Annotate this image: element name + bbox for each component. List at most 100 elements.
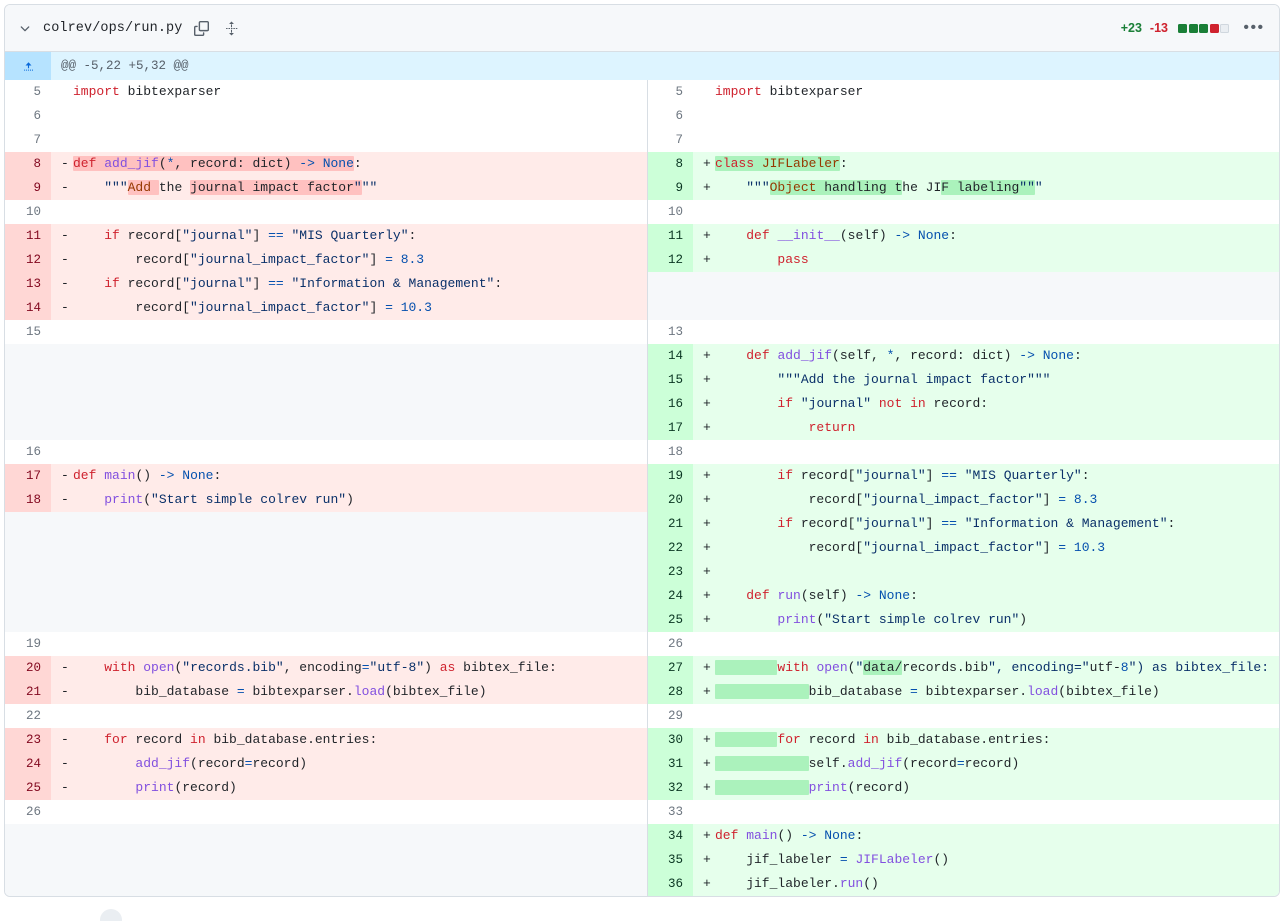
- code-line-right[interactable]: + print(record): [693, 776, 1279, 800]
- code-line-left[interactable]: - """Add the journal impact factor""": [51, 176, 648, 200]
- line-number-left[interactable]: [5, 848, 51, 872]
- line-number-left[interactable]: 19: [5, 632, 51, 656]
- line-number-right[interactable]: 5: [647, 80, 693, 104]
- code-line-left[interactable]: [51, 632, 648, 656]
- code-line-left[interactable]: [51, 848, 648, 872]
- line-number-right[interactable]: 18: [647, 440, 693, 464]
- code-line-right[interactable]: + pass: [693, 248, 1279, 272]
- line-number-left[interactable]: 9: [5, 176, 51, 200]
- move-vertical-icon[interactable]: [220, 17, 242, 39]
- line-number-left[interactable]: 15: [5, 320, 51, 344]
- code-line-right[interactable]: + def __init__(self) -> None:: [693, 224, 1279, 248]
- line-number-left[interactable]: 8: [5, 152, 51, 176]
- code-line-right[interactable]: +class JIFLabeler:: [693, 152, 1279, 176]
- more-options-button[interactable]: •••: [1243, 19, 1265, 36]
- line-number-right[interactable]: 24: [647, 584, 693, 608]
- line-number-left[interactable]: 18: [5, 488, 51, 512]
- code-line-right[interactable]: +def main() -> None:: [693, 824, 1279, 848]
- line-number-left[interactable]: [5, 392, 51, 416]
- line-number-right[interactable]: 16: [647, 392, 693, 416]
- code-line-left[interactable]: [51, 608, 648, 632]
- line-number-left[interactable]: [5, 584, 51, 608]
- line-number-left[interactable]: 23: [5, 728, 51, 752]
- code-line-left[interactable]: - with open("records.bib", encoding="utf…: [51, 656, 648, 680]
- code-line-right[interactable]: + return: [693, 416, 1279, 440]
- line-number-left[interactable]: 21: [5, 680, 51, 704]
- line-number-right[interactable]: 28: [647, 680, 693, 704]
- line-number-left[interactable]: 20: [5, 656, 51, 680]
- line-number-right[interactable]: 26: [647, 632, 693, 656]
- line-number-right[interactable]: 36: [647, 872, 693, 896]
- line-number-left[interactable]: 14: [5, 296, 51, 320]
- line-number-right[interactable]: 35: [647, 848, 693, 872]
- line-number-left[interactable]: [5, 512, 51, 536]
- code-line-right[interactable]: [693, 440, 1279, 464]
- code-line-left[interactable]: [51, 536, 648, 560]
- code-line-left[interactable]: [51, 128, 648, 152]
- code-line-right[interactable]: [693, 200, 1279, 224]
- copy-icon[interactable]: [190, 17, 212, 39]
- code-line-left[interactable]: - bib_database = bibtexparser.load(bibte…: [51, 680, 648, 704]
- code-line-right[interactable]: + with open("data/records.bib", encoding…: [693, 656, 1279, 680]
- line-number-left[interactable]: [5, 824, 51, 848]
- line-number-right[interactable]: 6: [647, 104, 693, 128]
- line-number-right[interactable]: 31: [647, 752, 693, 776]
- line-number-right[interactable]: 13: [647, 320, 693, 344]
- code-line-left[interactable]: - if record["journal"] == "Information &…: [51, 272, 648, 296]
- code-line-right[interactable]: + jif_labeler.run(): [693, 872, 1279, 896]
- code-line-left[interactable]: - add_jif(record=record): [51, 752, 648, 776]
- code-line-right[interactable]: [693, 104, 1279, 128]
- line-number-left[interactable]: [5, 560, 51, 584]
- line-number-left[interactable]: [5, 872, 51, 896]
- code-line-right[interactable]: +: [693, 560, 1279, 584]
- code-line-left[interactable]: -def main() -> None:: [51, 464, 648, 488]
- code-line-right[interactable]: [693, 296, 1279, 320]
- code-line-left[interactable]: [51, 512, 648, 536]
- line-number-left[interactable]: [5, 416, 51, 440]
- line-number-right[interactable]: 14: [647, 344, 693, 368]
- line-number-left[interactable]: 22: [5, 704, 51, 728]
- code-line-right[interactable]: + self.add_jif(record=record): [693, 752, 1279, 776]
- line-number-right[interactable]: 11: [647, 224, 693, 248]
- code-line-left[interactable]: - print(record): [51, 776, 648, 800]
- line-number-right[interactable]: 19: [647, 464, 693, 488]
- line-number-right[interactable]: 32: [647, 776, 693, 800]
- line-number-left[interactable]: 17: [5, 464, 51, 488]
- line-number-left[interactable]: 7: [5, 128, 51, 152]
- code-line-left[interactable]: [51, 200, 648, 224]
- line-number-right[interactable]: 8: [647, 152, 693, 176]
- code-line-left[interactable]: [51, 800, 648, 824]
- code-line-left[interactable]: [51, 320, 648, 344]
- line-number-right[interactable]: 17: [647, 416, 693, 440]
- code-line-right[interactable]: + """Object handling the JIF labeling""": [693, 176, 1279, 200]
- line-number-right[interactable]: 23: [647, 560, 693, 584]
- expand-up-button[interactable]: [5, 52, 51, 80]
- line-number-left[interactable]: 11: [5, 224, 51, 248]
- code-line-right[interactable]: [693, 272, 1279, 296]
- line-number-right[interactable]: 22: [647, 536, 693, 560]
- code-line-left[interactable]: [51, 368, 648, 392]
- code-line-left[interactable]: [51, 344, 648, 368]
- code-line-left[interactable]: -def add_jif(*, record: dict) -> None:: [51, 152, 648, 176]
- line-number-right[interactable]: 21: [647, 512, 693, 536]
- line-number-right[interactable]: 27: [647, 656, 693, 680]
- code-line-right[interactable]: [693, 320, 1279, 344]
- code-line-right[interactable]: [693, 800, 1279, 824]
- code-line-left[interactable]: [51, 824, 648, 848]
- code-line-right[interactable]: + print("Start simple colrev run"): [693, 608, 1279, 632]
- line-number-left[interactable]: 24: [5, 752, 51, 776]
- line-number-right[interactable]: 29: [647, 704, 693, 728]
- line-number-right[interactable]: 20: [647, 488, 693, 512]
- code-line-left[interactable]: [51, 872, 648, 896]
- line-number-left[interactable]: [5, 344, 51, 368]
- code-line-right[interactable]: + def add_jif(self, *, record: dict) -> …: [693, 344, 1279, 368]
- code-line-right[interactable]: + def run(self) -> None:: [693, 584, 1279, 608]
- code-line-right[interactable]: + record["journal_impact_factor"] = 10.3: [693, 536, 1279, 560]
- line-number-left[interactable]: 6: [5, 104, 51, 128]
- line-number-left[interactable]: [5, 536, 51, 560]
- code-line-right[interactable]: + if record["journal"] == "Information &…: [693, 512, 1279, 536]
- line-number-left[interactable]: [5, 368, 51, 392]
- line-number-left[interactable]: 26: [5, 800, 51, 824]
- code-line-right[interactable]: + for record in bib_database.entries:: [693, 728, 1279, 752]
- line-number-right[interactable]: 34: [647, 824, 693, 848]
